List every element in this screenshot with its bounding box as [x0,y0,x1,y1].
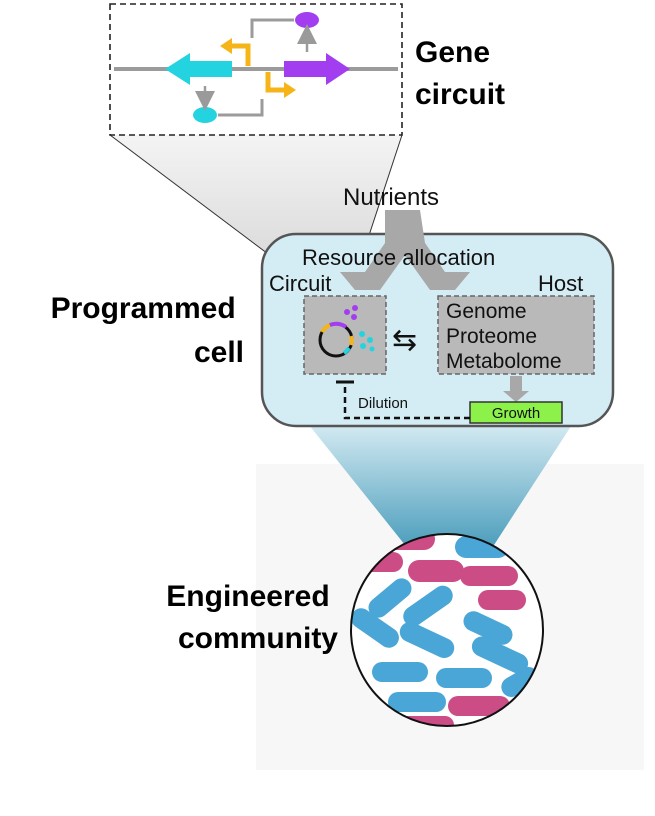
engineered-community-label: Engineered community [166,580,338,655]
plasmid-icon [318,321,354,358]
host-components-list: Genome Proteome Metabolome [446,300,562,373]
gene-circuit-box [109,3,403,136]
circuit-box [303,295,387,375]
resource-allocation-label: Resource allocation [302,245,495,270]
purple-gene-arrow-icon [284,53,350,85]
dilution-feedback-line [343,382,470,420]
community-zoom-cone [305,420,575,545]
host-box [437,295,595,375]
promoter-arrow-icon [265,72,288,93]
circuit-label: Circuit [269,271,331,296]
host-label: Host [538,271,583,296]
exchange-arrows-icon: ⇆ [392,323,417,358]
protein-dots-icon [344,305,375,352]
nutrients-label: Nutrients [343,184,439,211]
growth-label: Growth [492,405,540,422]
promoter-arrow-icon [228,43,251,66]
nutrient-split-arrow [340,210,470,290]
growth-box [469,401,563,424]
host-to-growth-arrow [503,376,529,402]
cyan-protein-icon [193,107,217,123]
programmed-cell-label: Programmed cell [51,292,244,369]
purple-protein-icon [295,12,319,28]
gene-circuit-label: Gene circuit [415,36,505,111]
cyan-gene-arrow-icon [165,53,232,85]
dilution-label: Dilution [358,395,408,412]
